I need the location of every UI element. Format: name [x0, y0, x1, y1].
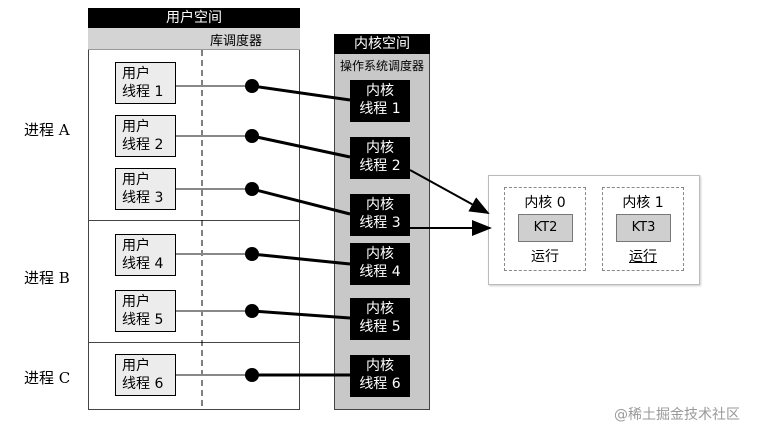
- dispatch-arrow: [409, 169, 490, 214]
- user-thread-line2: 线程 5: [122, 312, 164, 328]
- core-status: 运行: [629, 249, 657, 265]
- kernel-thread-line1: 内核: [366, 83, 394, 99]
- cpu-core-0: 内核 0 KT2 运行: [504, 187, 586, 271]
- kernel-thread-line2: 线程 2: [359, 158, 401, 174]
- kernel-thread-line1: 内核: [366, 140, 394, 156]
- scheduler-dot: [245, 79, 259, 93]
- mapping-line: [251, 84, 351, 102]
- scheduler-dot: [245, 304, 259, 318]
- user-thread-line1: 用户: [122, 238, 150, 254]
- scheduler-dot: [245, 368, 259, 382]
- kernel-thread-line2: 线程 5: [359, 319, 401, 335]
- user-thread-line1: 用户: [122, 172, 150, 188]
- kernel-thread-line2: 线程 3: [359, 215, 401, 231]
- user-thread-line1: 用户: [122, 66, 150, 82]
- watermark: @稀土掘金技术社区: [614, 407, 740, 423]
- user-thread-box: 用户 线程 6: [115, 354, 176, 396]
- user-thread-line1: 用户: [122, 119, 150, 135]
- process-label-a: 进程 A: [24, 121, 70, 139]
- core-task: KT3: [616, 214, 671, 242]
- kernel-thread-line1: 内核: [366, 358, 394, 374]
- kernel-thread-line2: 线程 6: [359, 376, 401, 392]
- user-thread-line1: 用户: [122, 294, 150, 310]
- mapping-line: [251, 187, 351, 216]
- kernel-thread-box: 内核 线程 2: [350, 137, 410, 179]
- kernel-thread-line1: 内核: [366, 246, 394, 262]
- user-thread-box: 用户 线程 3: [115, 168, 176, 210]
- process-divider: [88, 220, 300, 221]
- os-scheduler-label: 操作系统调度器: [339, 59, 424, 73]
- scheduler-dot: [245, 182, 259, 196]
- user-space-subheader: [88, 28, 300, 50]
- mapping-line: [251, 252, 351, 266]
- kernel-thread-box: 内核 线程 3: [350, 194, 410, 236]
- kernel-thread-box: 内核 线程 6: [350, 355, 410, 397]
- kernel-thread-line2: 线程 4: [359, 264, 401, 280]
- mapping-line: [251, 134, 351, 159]
- user-thread-line2: 线程 1: [122, 84, 164, 100]
- user-space-header: 用户空间: [88, 8, 300, 28]
- process-label-c: 进程 C: [24, 369, 71, 387]
- process-divider: [88, 342, 300, 343]
- core-title: 内核 0: [524, 195, 566, 211]
- core-title: 内核 1: [622, 195, 664, 211]
- kernel-thread-box: 内核 线程 5: [350, 298, 410, 340]
- user-thread-line2: 线程 4: [122, 256, 164, 272]
- user-thread-box: 用户 线程 2: [115, 115, 176, 157]
- user-thread-line1: 用户: [122, 358, 150, 374]
- user-thread-box: 用户 线程 5: [115, 290, 176, 332]
- scheduler-dot: [245, 129, 259, 143]
- user-thread-box: 用户 线程 1: [115, 62, 176, 104]
- user-thread-line2: 线程 2: [122, 137, 164, 153]
- user-thread-line2: 线程 3: [122, 190, 164, 206]
- kernel-thread-box: 内核 线程 4: [350, 243, 410, 285]
- core-task: KT2: [518, 214, 573, 242]
- kernel-thread-line1: 内核: [366, 301, 394, 317]
- user-thread-box: 用户 线程 4: [115, 234, 176, 276]
- kernel-thread-line2: 线程 1: [359, 101, 401, 117]
- kernel-thread-line1: 内核: [366, 197, 394, 213]
- core-status: 运行: [531, 249, 559, 265]
- cpu-core-1: 内核 1 KT3 运行: [602, 187, 684, 271]
- library-scheduler-label: 库调度器: [210, 34, 263, 49]
- kernel-space-header: 内核空间: [334, 34, 430, 54]
- user-thread-line2: 线程 6: [122, 376, 164, 392]
- kernel-thread-box: 内核 线程 1: [350, 80, 410, 122]
- process-label-b: 进程 B: [24, 269, 70, 287]
- scheduler-dot: [245, 247, 259, 261]
- mapping-line: [251, 309, 351, 320]
